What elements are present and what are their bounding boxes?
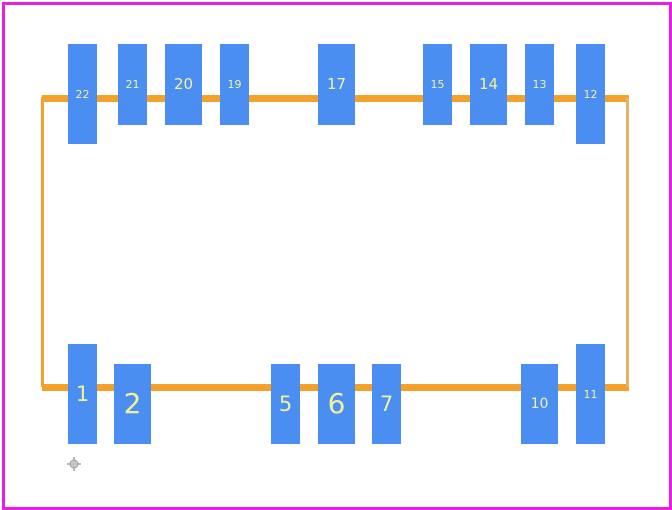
pad-1[interactable]: 1 xyxy=(68,344,97,444)
pad-label: 2 xyxy=(123,387,142,420)
pad-label: 14 xyxy=(478,75,499,93)
pad-6[interactable]: 6 xyxy=(318,364,355,444)
pad-20[interactable]: 20 xyxy=(165,44,202,125)
pad-17[interactable]: 17 xyxy=(318,44,355,125)
pad-label: 11 xyxy=(583,387,598,401)
pad-2[interactable]: 2 xyxy=(114,364,151,444)
pad-12[interactable]: 12 xyxy=(576,44,605,144)
outline-right xyxy=(626,97,629,387)
pad-label: 12 xyxy=(583,87,598,101)
pad-label: 21 xyxy=(125,78,140,91)
pad-label: 15 xyxy=(430,78,445,91)
pad-label: 22 xyxy=(75,87,90,101)
pad-label: 1 xyxy=(75,381,90,406)
pad-5[interactable]: 5 xyxy=(271,364,300,444)
pad-11[interactable]: 11 xyxy=(576,344,605,444)
pad-label: 19 xyxy=(227,78,242,91)
pad-10[interactable]: 10 xyxy=(521,364,558,444)
pad-label: 7 xyxy=(379,391,394,416)
pad-label: 10 xyxy=(530,396,549,412)
pad-7[interactable]: 7 xyxy=(372,364,401,444)
pad-label: 13 xyxy=(532,78,547,91)
pad-19[interactable]: 19 xyxy=(220,44,249,125)
pad-label: 17 xyxy=(326,75,347,93)
pad-15[interactable]: 15 xyxy=(423,44,452,125)
pad-14[interactable]: 14 xyxy=(470,44,507,125)
pad-label: 5 xyxy=(278,391,293,416)
pad-13[interactable]: 13 xyxy=(525,44,554,125)
pad-label: 6 xyxy=(327,387,346,420)
crosshair-origin-icon xyxy=(67,457,81,471)
pad-label: 20 xyxy=(173,75,194,93)
pad-21[interactable]: 21 xyxy=(118,44,147,125)
pad-22[interactable]: 22 xyxy=(68,44,97,144)
outline-left xyxy=(41,97,44,387)
